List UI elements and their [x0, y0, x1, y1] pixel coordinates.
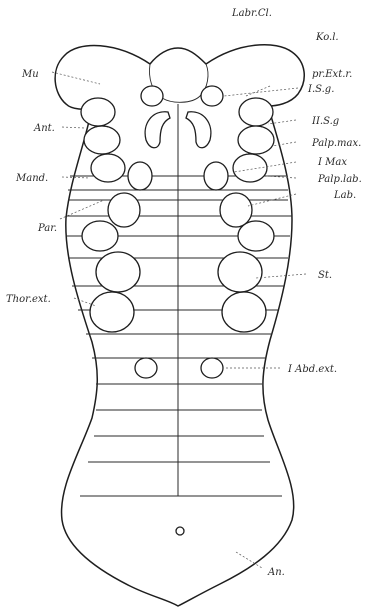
thor-ext-1-right [238, 221, 274, 251]
lab-right [220, 193, 252, 227]
palp-max-left [128, 162, 152, 190]
thor-ext-2-left [96, 252, 140, 292]
thor-ext-1-left [82, 221, 118, 251]
label-an: An. [267, 567, 285, 578]
palp-max-right [204, 162, 228, 190]
label-palp-max: Palp.max. [311, 138, 361, 149]
mandible-right [238, 126, 274, 154]
max-left [91, 154, 125, 182]
label-par: Par. [37, 223, 57, 234]
label-palp-lab: Palp.lab. [317, 174, 362, 185]
label-pr-ext-r: pr.Ext.r. [312, 69, 352, 80]
mandible-left [84, 126, 120, 154]
label-i-s-g: I.S.g. [307, 84, 334, 95]
antenna-right [239, 98, 273, 126]
abd-ext-left [135, 358, 157, 378]
thor-ext-2-right [218, 252, 262, 292]
max-right [233, 154, 267, 182]
label-mand: Mand. [15, 173, 48, 184]
label-labr-cl: Labr.Cl. [231, 8, 272, 19]
thor-ext-3-left [90, 292, 134, 332]
antenna-left [81, 98, 115, 126]
label-ant: Ant. [33, 123, 55, 134]
label-ko-l: Ko.l. [315, 32, 339, 43]
i-sg-right [201, 86, 223, 106]
label-ii-s-g: II.S.g [311, 116, 339, 127]
lab-left [108, 193, 140, 227]
label-i-max: I Max [317, 157, 347, 168]
ii-sg-left [145, 112, 170, 148]
abd-ext-right [201, 358, 223, 378]
label-st: St. [318, 270, 332, 281]
thor-ext-3-right [222, 292, 266, 332]
label-lab: Lab. [333, 190, 356, 201]
label-i-abd-ext: I Abd.ext. [287, 364, 337, 375]
i-sg-left [141, 86, 163, 106]
label-thor-ext: Thor.ext. [6, 294, 51, 305]
anus [176, 527, 184, 535]
label-mu: Mu [21, 69, 39, 80]
ii-sg-right [186, 112, 211, 148]
